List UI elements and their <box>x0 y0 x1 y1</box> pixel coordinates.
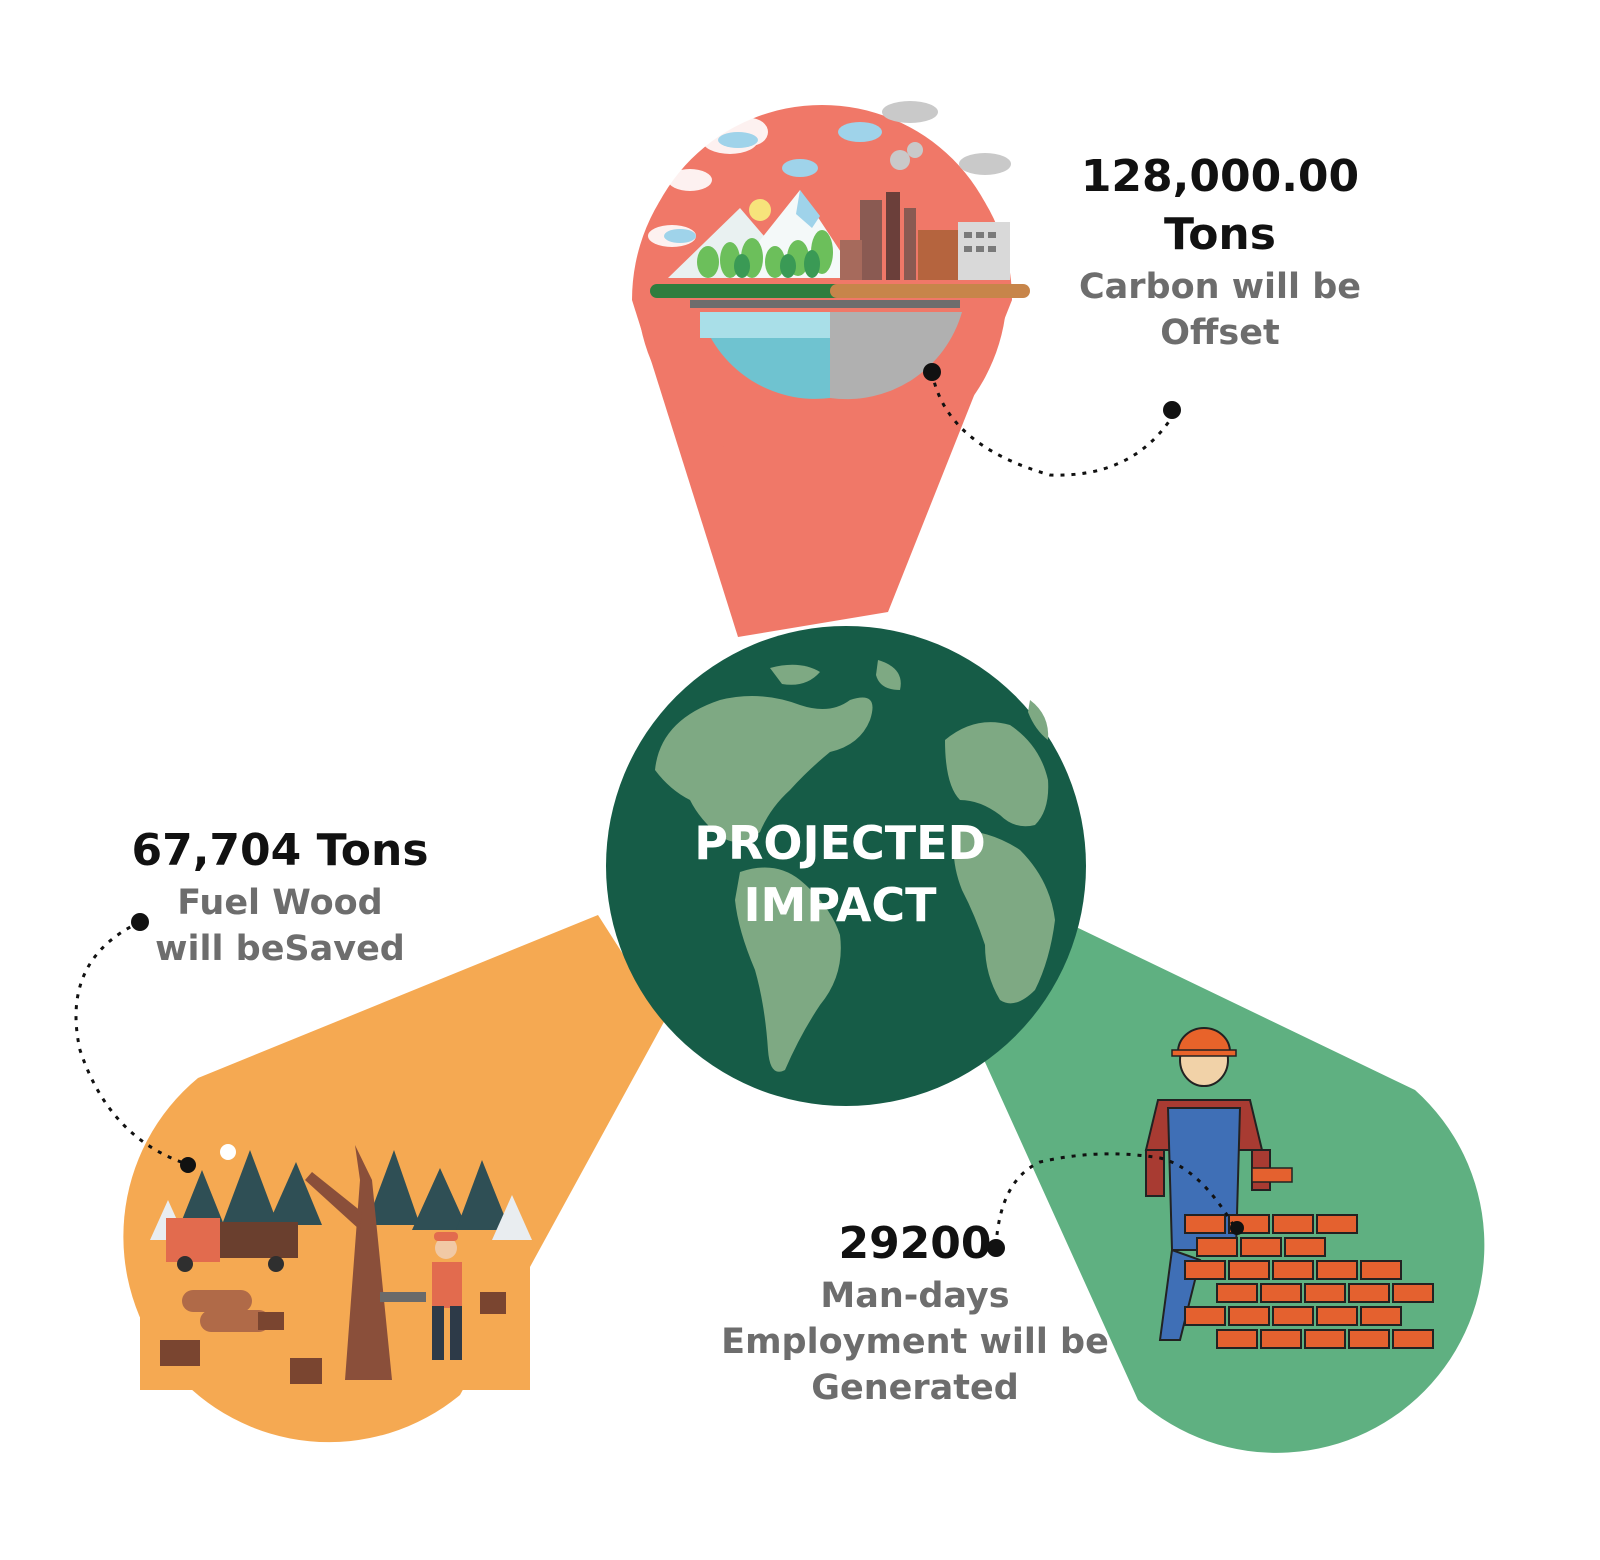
brick <box>1316 1214 1358 1234</box>
brick <box>1360 1260 1402 1280</box>
lumberjack-cutting-trees-illustration <box>140 1144 532 1390</box>
carbon-desc-line1: Carbon will be <box>1078 267 1362 307</box>
employment-desc-line3: Generated <box>811 1368 1019 1408</box>
brick <box>1272 1306 1314 1326</box>
carbon-value-line2: Tons <box>1164 209 1276 260</box>
brick <box>1184 1306 1226 1326</box>
environment-vs-industry-illustration <box>637 101 1030 475</box>
carbon-value-line1: 128,000.00 <box>1080 151 1360 202</box>
brick <box>1228 1306 1270 1326</box>
brick <box>1316 1260 1358 1280</box>
brick <box>1360 1306 1402 1326</box>
brick <box>1348 1329 1390 1349</box>
brick <box>1392 1329 1434 1349</box>
brick <box>1316 1306 1358 1326</box>
brick <box>1272 1260 1314 1280</box>
brick <box>1392 1283 1434 1303</box>
hub-title-line1: PROJECTED <box>694 816 986 870</box>
fuelwood-stat: 67,704 Tons Fuel Wood will beSaved <box>110 822 450 972</box>
brick <box>1304 1329 1346 1349</box>
employment-value: 29200 <box>838 1218 992 1269</box>
brick <box>1184 1260 1226 1280</box>
brick <box>1184 1214 1226 1234</box>
brick <box>1284 1237 1326 1257</box>
brick <box>1348 1283 1390 1303</box>
carbon-stat: 128,000.00 Tons Carbon will be Offset <box>1040 148 1400 356</box>
brick <box>1304 1283 1346 1303</box>
connector-dots <box>131 363 1244 1257</box>
brick <box>1216 1283 1258 1303</box>
fuelwood-desc-line1: Fuel Wood <box>177 883 383 923</box>
bricklayer-worker-illustration <box>1144 1027 1434 1349</box>
fuelwood-value: 67,704 Tons <box>131 825 429 876</box>
brick <box>1260 1329 1302 1349</box>
dotted-connectors <box>74 371 1237 1247</box>
brick <box>1228 1260 1270 1280</box>
brick <box>1240 1237 1282 1257</box>
fuelwood-desc-line2: will beSaved <box>155 929 405 969</box>
hub-title: PROJECTED IMPACT <box>620 812 1060 936</box>
employment-desc-line2: Employment will be <box>721 1322 1109 1362</box>
brick <box>1196 1237 1238 1257</box>
brick <box>1216 1329 1258 1349</box>
hub-title-line2: IMPACT <box>743 878 937 932</box>
employment-desc-line1: Man-days <box>820 1276 1010 1316</box>
carbon-desc-line2: Offset <box>1160 313 1280 353</box>
employment-stat: 29200 Man-days Employment will be Genera… <box>700 1215 1130 1411</box>
brick <box>1272 1214 1314 1234</box>
brick <box>1260 1283 1302 1303</box>
earth-globe-icon <box>606 626 1086 1106</box>
